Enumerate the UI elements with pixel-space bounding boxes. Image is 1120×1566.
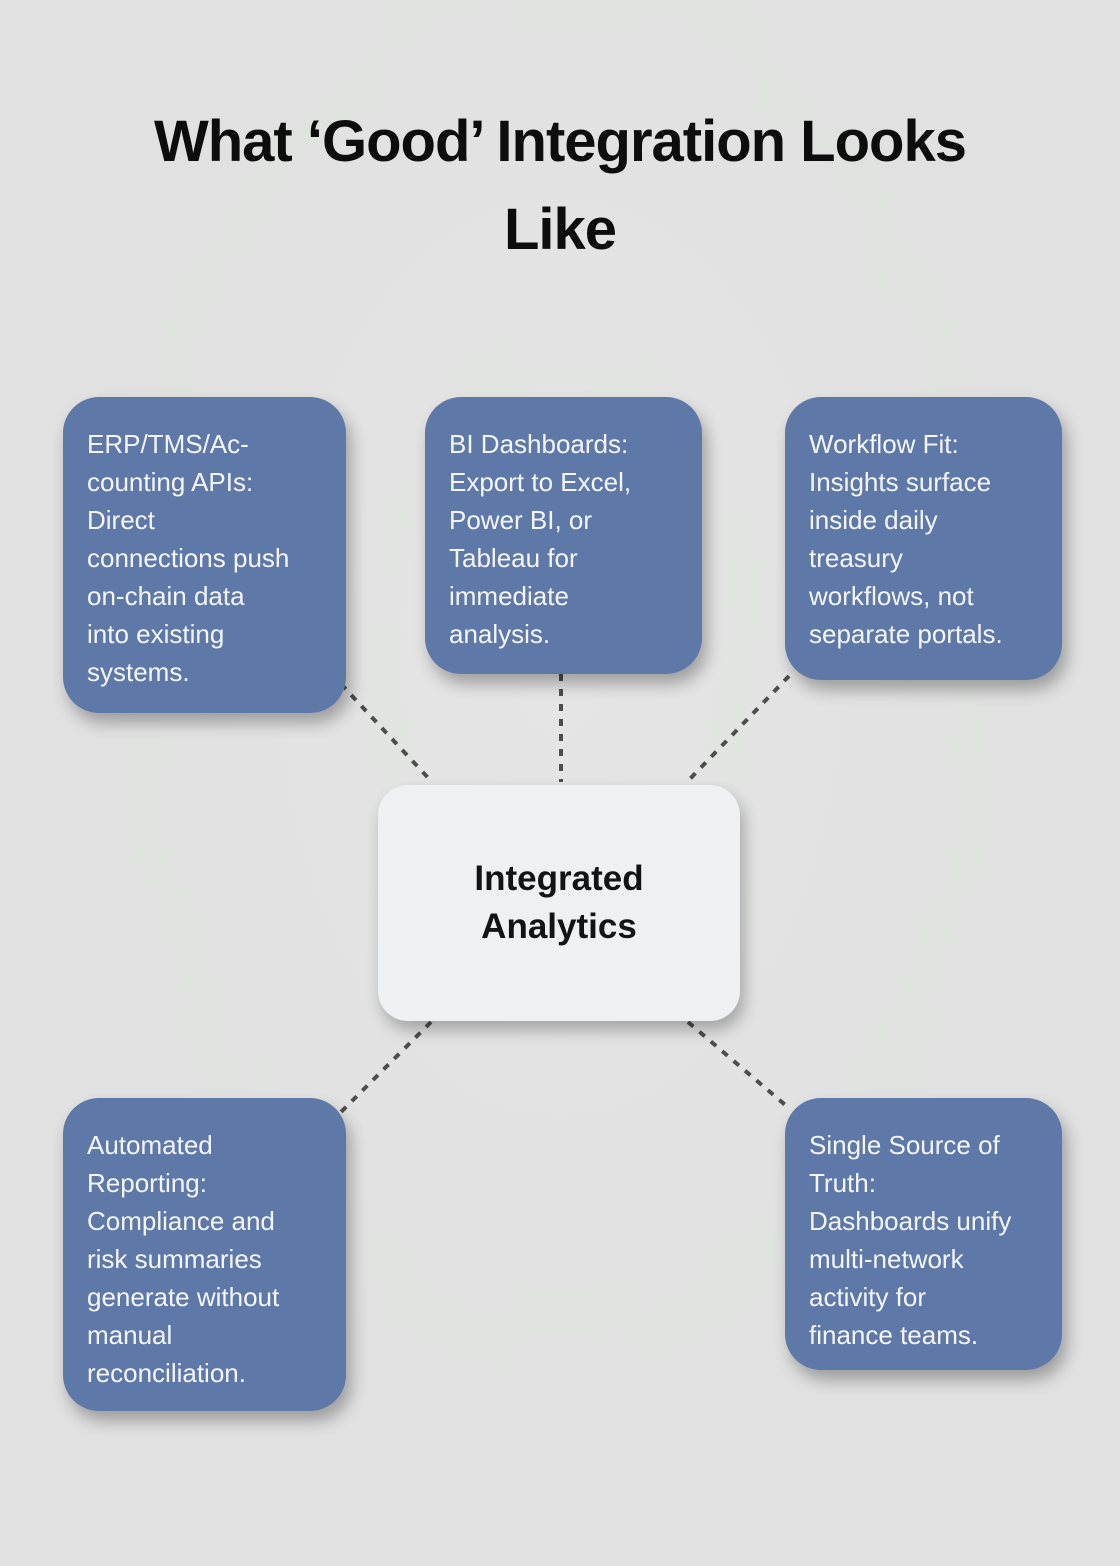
node-text: Workflow Fit: Insights surface inside da… (809, 429, 1003, 649)
node-automated-reporting: Automated Reporting: Compliance and risk… (63, 1098, 346, 1411)
node-single-source-of-truth: Single Source of Truth: Dashboards unify… (785, 1098, 1062, 1370)
page-title: What ‘Good’ Integration Looks Like (154, 109, 967, 262)
node-text: ERP/TMS/Ac- counting APIs: Direct connec… (87, 429, 290, 687)
connector-center-to-bottom-right (686, 1020, 792, 1111)
node-bi-dashboards: BI Dashboards: Export to Excel, Power BI… (425, 397, 702, 674)
center-node-integrated-analytics: Integrated Analytics (378, 785, 740, 1021)
center-node-label: Integrated Analytics (474, 859, 644, 946)
connector-top-right-to-center (685, 674, 791, 784)
node-text: Automated Reporting: Compliance and risk… (87, 1130, 280, 1388)
node-erp-tms-accounting-apis: ERP/TMS/Ac- counting APIs: Direct connec… (63, 397, 346, 713)
node-text: Single Source of Truth: Dashboards unify… (809, 1130, 1012, 1350)
connector-center-to-bottom-left (339, 1020, 433, 1114)
connector-top-left-to-center (339, 682, 434, 784)
node-text: BI Dashboards: Export to Excel, Power BI… (449, 429, 632, 649)
node-workflow-fit: Workflow Fit: Insights surface inside da… (785, 397, 1062, 680)
